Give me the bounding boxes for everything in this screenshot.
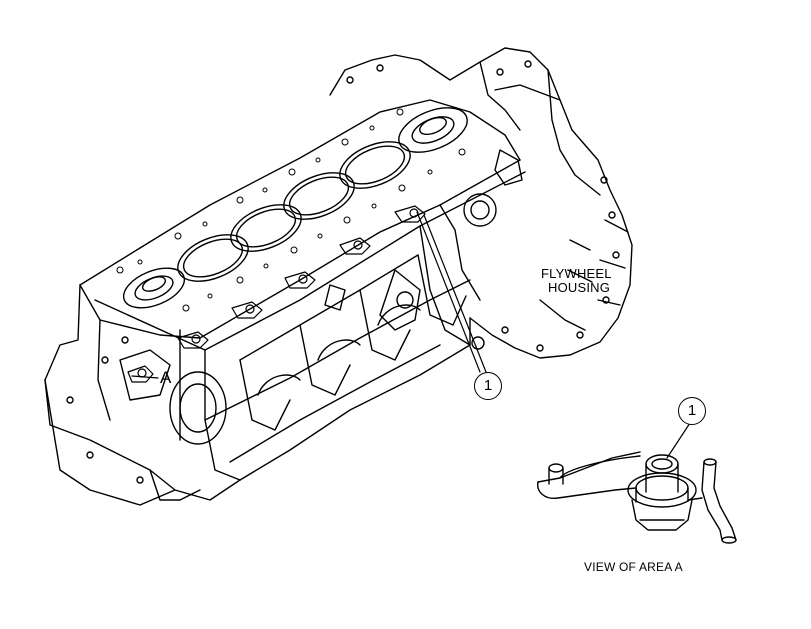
leader-line-detail <box>666 422 691 459</box>
crankcase-side <box>44 254 471 501</box>
flywheel-housing <box>329 47 633 359</box>
callout-1-main: 1 <box>474 372 502 400</box>
area-a-marker: A <box>160 368 172 387</box>
area-a-leader <box>131 375 159 379</box>
leader-line-main-2 <box>423 214 487 373</box>
cylinder-bores <box>122 107 468 309</box>
head-bolt-holes <box>116 108 466 312</box>
callout-1-detail: 1 <box>678 397 706 425</box>
block-right-side <box>324 204 481 346</box>
piston-cooling-jets <box>127 205 426 383</box>
front-cover <box>44 336 227 506</box>
leader-line-main <box>416 211 481 373</box>
detail-view-cooling-jet <box>537 451 737 544</box>
flywheel-housing-label-line1: FLYWHEEL <box>541 266 612 281</box>
view-of-area-a-caption: VIEW OF AREA A <box>584 560 683 574</box>
flywheel-housing-label-line2: HOUSING <box>548 280 611 295</box>
cylinder-block-deck <box>79 99 526 351</box>
